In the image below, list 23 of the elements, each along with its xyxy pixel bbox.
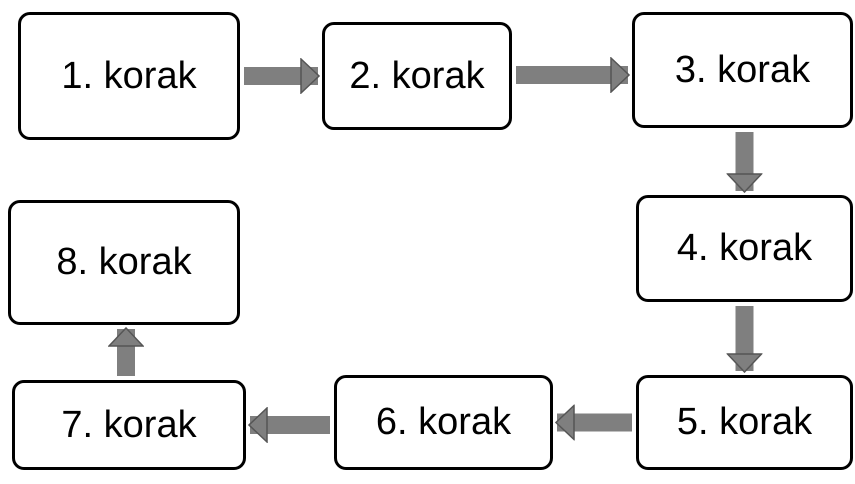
step-box bbox=[334, 375, 553, 470]
block-arrow bbox=[248, 407, 330, 443]
step-label: 5. korak bbox=[676, 401, 812, 444]
step-label: 4. korak bbox=[676, 227, 812, 270]
step-box bbox=[632, 12, 853, 128]
block-arrow bbox=[244, 58, 320, 94]
block-arrow bbox=[726, 132, 762, 193]
step-label: 1. korak bbox=[61, 54, 197, 98]
step-label: 3. korak bbox=[674, 48, 810, 92]
step-label: 7. korak bbox=[61, 404, 197, 446]
step-box bbox=[322, 22, 512, 130]
step-box bbox=[12, 380, 246, 470]
step-box bbox=[636, 375, 853, 470]
step-label: 6. korak bbox=[376, 401, 512, 444]
step-label: 2. korak bbox=[349, 54, 485, 98]
block-arrow bbox=[726, 306, 762, 373]
step-box bbox=[18, 12, 240, 140]
step-label: 8. korak bbox=[56, 241, 192, 284]
block-arrow bbox=[516, 57, 630, 93]
step-box bbox=[8, 200, 240, 325]
block-arrow bbox=[555, 404, 632, 440]
step-box bbox=[636, 195, 853, 302]
block-arrow bbox=[108, 327, 144, 376]
